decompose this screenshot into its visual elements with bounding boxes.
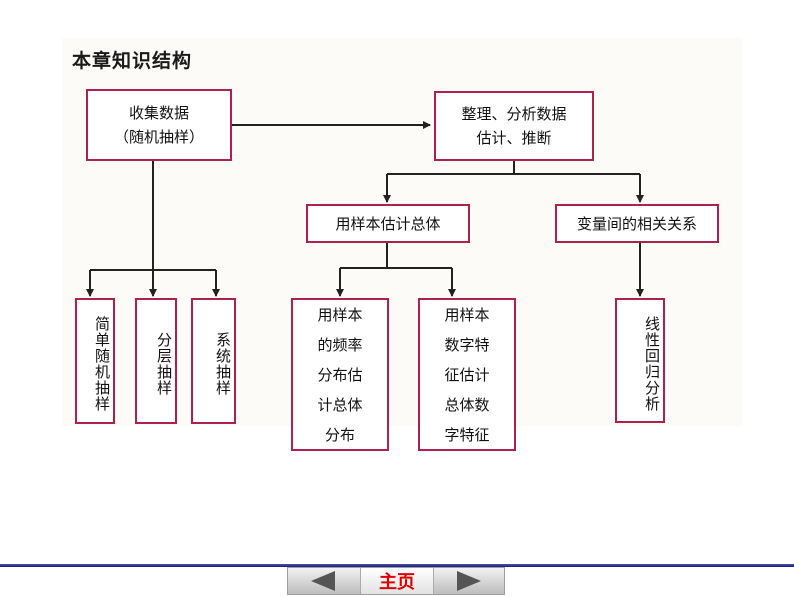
node-simple-random-sampling: 简单随机抽样	[75, 298, 115, 424]
previous-slide-button[interactable]	[288, 568, 358, 594]
node-process-line-1: 整理、分析数据	[461, 105, 567, 123]
node-collect-line-1: 收集数据	[128, 104, 189, 122]
node-numeric-features: 用样本 数字特 征估计 总体数 字特征	[418, 298, 516, 451]
chapter-structure-heading: 本章知识结构	[72, 50, 193, 72]
node-frequency-distribution: 用样本 的频率 分布估 计总体 分布	[291, 298, 389, 451]
node-estimate-population: 用样本估计总体	[306, 204, 470, 243]
node-stratified-sampling: 分层抽样	[135, 298, 177, 424]
node-frequency-text: 用样本 的频率 分布估 计总体 分布	[317, 305, 363, 444]
node-collect-line-2: （随机抽样）	[113, 128, 204, 146]
next-slide-button[interactable]	[434, 568, 504, 594]
connector-lines	[86, 121, 644, 297]
node-process-line-2: 估计、推断	[476, 129, 552, 147]
triangle-left-icon	[311, 571, 335, 591]
node-collect-data: 收集数据 （随机抽样）	[86, 89, 232, 161]
slide-navigation-bar: 主页	[0, 560, 794, 596]
home-button[interactable]: 主页	[360, 568, 434, 594]
navigation-rule	[0, 564, 794, 567]
node-systematic-sampling: 系统抽样	[191, 298, 236, 424]
knowledge-structure-diagram: 本章知识结构 收集数据 （随机抽样） 整理、分析数据 估计、推断 用样本估计总体…	[62, 38, 742, 451]
triangle-right-icon	[457, 571, 481, 591]
node-linear-regression: 线性回归分析	[615, 298, 665, 423]
node-process-data: 整理、分析数据 估计、推断	[434, 91, 594, 161]
node-numeric-text: 用样本 数字特 征估计 总体数 字特征	[444, 305, 490, 444]
navigation-panel: 主页	[287, 567, 505, 595]
node-correlation: 变量间的相关关系	[555, 204, 719, 243]
